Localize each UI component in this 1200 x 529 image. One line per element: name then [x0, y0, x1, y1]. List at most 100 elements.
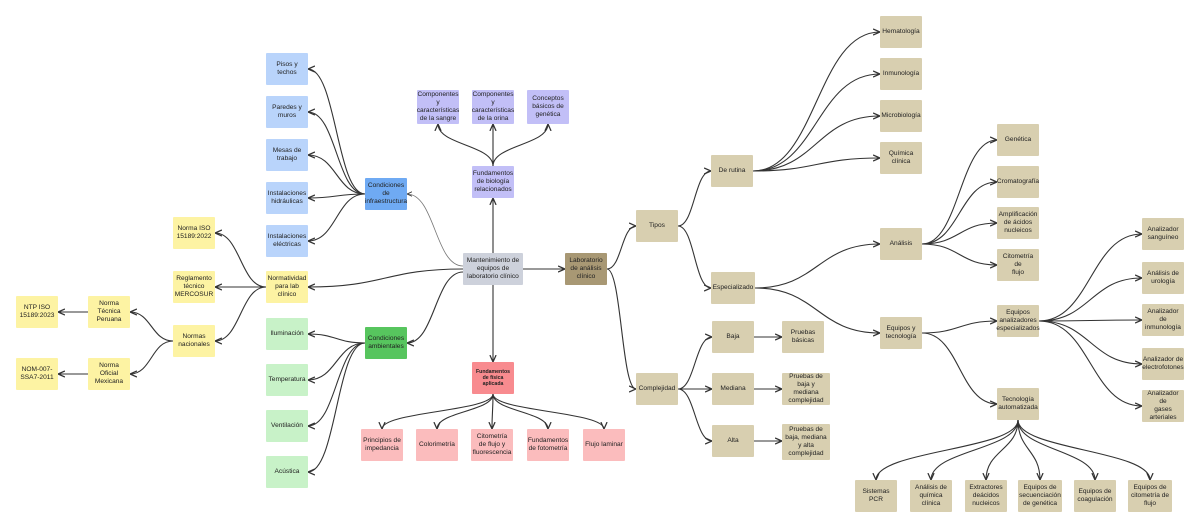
node-pisos-techos[interactable]: Pisos y techos: [266, 53, 308, 85]
node-conceptos-genetica[interactable]: Conceptos básicos de genética: [527, 90, 569, 124]
edge-tipos-especializado: [677, 225, 711, 288]
node-componentes-orina[interactable]: Componentes y características de la orin…: [472, 90, 514, 124]
edge-equipos-tecnologia: [921, 332, 997, 404]
node-pruebas-basicas[interactable]: Pruebas básicas: [782, 321, 824, 353]
node-eq-citometria[interactable]: Equipos de citometría de flujo: [1128, 480, 1172, 512]
edge-amb-iluminacion: [308, 334, 366, 344]
node-equipos-analizadores[interactable]: Equipos analizadores especializados: [996, 305, 1040, 337]
node-mesas-trabajo[interactable]: Mesas de trabajo: [266, 139, 308, 171]
node-amplificacion[interactable]: Amplificación de ácidos nucleicos: [997, 207, 1039, 239]
node-fundamentos-biologia[interactable]: Fundamentos de biología relacionados: [472, 166, 514, 198]
edge-infra-mesas: [308, 155, 366, 195]
edge-rutina-microbiologia: [752, 116, 880, 172]
node-quimica-clinica[interactable]: Química clínica: [880, 142, 922, 174]
edge-tec-extractores: [986, 419, 1019, 480]
node-iluminacion[interactable]: Iluminación: [266, 318, 308, 350]
node-acustica[interactable]: Acústica: [266, 456, 308, 488]
edge-norm-iso: [215, 233, 267, 288]
edge-infra-pisos: [308, 69, 366, 195]
node-norma-iso[interactable]: Norma ISO 15189:2022: [173, 217, 215, 249]
edge-central-infra: [407, 194, 464, 267]
node-analisis-quimica[interactable]: Análisis de química clínica: [910, 480, 952, 512]
edge-an-gases: [1038, 320, 1142, 406]
node-pruebas-baja-mediana[interactable]: Pruebas de baja y mediana complejidad: [782, 373, 830, 405]
edge-infra-electricas: [308, 193, 366, 241]
node-tecnologia-automatizada[interactable]: Tecnología automatizada: [997, 388, 1039, 420]
node-fundamentos-fisica[interactable]: Fundamentos de física aplicada: [472, 362, 514, 394]
node-condiciones-ambientales[interactable]: Condiciones ambientales: [365, 327, 407, 359]
edge-tec-quimica: [931, 419, 1019, 480]
edge-amb-temperatura: [308, 342, 366, 380]
node-analisis[interactable]: Análisis: [880, 228, 922, 260]
node-normatividad[interactable]: Normatividad para lab clínico: [266, 271, 308, 303]
node-alta[interactable]: Alta: [712, 425, 754, 457]
edge-central-ambientales: [407, 271, 464, 343]
node-normas-nacionales[interactable]: Normas nacionales: [173, 325, 215, 357]
central-topic[interactable]: Mantenimiento de equipos de laboratorio …: [463, 253, 523, 285]
node-genetica[interactable]: Genética: [997, 124, 1039, 156]
edge-fis-colorimetria: [437, 393, 494, 429]
edge-infra-paredes: [308, 112, 366, 195]
node-instalaciones-electricas[interactable]: Instalaciones eléctricas: [266, 225, 308, 257]
node-fundamentos-fotometria[interactable]: Fundamentos de fotometría: [527, 429, 569, 461]
node-condiciones-infraestructura[interactable]: Condiciones de infraestructura: [365, 178, 407, 210]
edge-especializado-equipos: [754, 287, 880, 333]
node-analizador-gases[interactable]: Analizador de gases arteriales: [1142, 390, 1184, 422]
node-extractores[interactable]: Extractores deácidos nucleicos: [965, 480, 1007, 512]
node-norma-oficial-mexicana[interactable]: Norma Oficial Mexicana: [88, 358, 130, 390]
node-colorimetria[interactable]: Colorimetría: [416, 429, 458, 461]
node-temperatura[interactable]: Temperatura: [266, 364, 308, 396]
edge-rutina-hematologia: [752, 32, 880, 172]
node-pruebas-baja-mediana-alta[interactable]: Pruebas de baja, mediana y alta compleji…: [782, 424, 830, 460]
node-mediana[interactable]: Mediana: [712, 373, 754, 405]
node-cromatografia[interactable]: Cromatografía: [997, 166, 1039, 198]
node-tipos[interactable]: Tipos: [636, 210, 678, 242]
node-de-rutina[interactable]: De rutina: [711, 155, 753, 187]
node-analizador-electrofotones[interactable]: Analizador de electrofotones: [1142, 348, 1184, 380]
edge-bio-genetica: [492, 124, 548, 167]
node-analisis-urologia[interactable]: Análisis de urología: [1142, 262, 1184, 294]
node-flujo-laminar[interactable]: Flujo laminar: [583, 429, 625, 461]
node-nom[interactable]: NOM-007- SSA7-2011: [16, 358, 58, 390]
node-citometria-flujo[interactable]: Citometría de flujo: [997, 249, 1039, 281]
node-sistemas-pcr[interactable]: Sistemas PCR: [855, 480, 897, 512]
node-analizador-sanguineo[interactable]: Analizador sanguíneo: [1142, 218, 1184, 250]
edge-fis-flujo: [492, 393, 604, 429]
edge-tec-citometria: [1017, 419, 1150, 480]
node-baja[interactable]: Baja: [712, 321, 754, 353]
node-microbiologia[interactable]: Microbiología: [880, 100, 922, 132]
edge-nac-mexicana: [130, 340, 174, 374]
edge-rutina-inmunologia: [752, 74, 880, 172]
edge-nac-peruana: [130, 312, 174, 342]
node-inmunologia[interactable]: Inmunología: [880, 58, 922, 90]
edge-fis-citometria: [492, 393, 493, 429]
node-laboratorio[interactable]: Laboratorio de análisis clínico: [565, 253, 607, 285]
edge-central-normatividad: [308, 268, 464, 287]
node-hematologia[interactable]: Hematología: [880, 16, 922, 48]
edge-equipos-analizadores: [921, 321, 997, 334]
node-ntp-iso[interactable]: NTP ISO 15189:2023: [16, 296, 58, 328]
edge-especializado-analisis: [754, 244, 880, 289]
node-instalaciones-hidraulicas[interactable]: Instalaciones hidráulicas: [266, 182, 308, 214]
edge-bio-sangre: [438, 124, 494, 167]
node-componentes-sangre[interactable]: Componentes y características de la sang…: [417, 90, 459, 124]
node-especializado[interactable]: Especializado: [711, 272, 755, 304]
edge-lab-complejidad: [606, 268, 636, 389]
node-citometria-fluorescencia[interactable]: Citometría de flujo y fluorescencia: [471, 429, 513, 461]
node-equipos-tecnologia[interactable]: Equipos y tecnología: [880, 317, 922, 349]
edge-fis-fotometria: [492, 393, 548, 429]
node-secuenciacion[interactable]: Equipos de secuenciación de genética: [1018, 480, 1062, 512]
node-ventilacion[interactable]: Ventilación: [266, 410, 308, 442]
node-reglamento-mercosur[interactable]: Reglamento técnico MERCOSUR: [173, 271, 215, 303]
node-complejidad[interactable]: Complejidad: [636, 373, 678, 405]
edge-tec-secuenciacion: [1017, 419, 1040, 480]
node-norma-tecnica-peruana[interactable]: Norma Técnica Peruana: [88, 296, 130, 328]
node-principios-impedancia[interactable]: Principios de impedancia: [361, 429, 403, 461]
node-paredes-muros[interactable]: Paredes y muros: [266, 96, 308, 128]
edge-analisis-cromatografia: [921, 182, 997, 245]
node-coagulacion[interactable]: Equipos de coagulación: [1074, 480, 1116, 512]
edge-an-sanguineo: [1038, 234, 1142, 322]
node-analizador-inmunologia[interactable]: Analizador de inmunología: [1142, 304, 1184, 336]
